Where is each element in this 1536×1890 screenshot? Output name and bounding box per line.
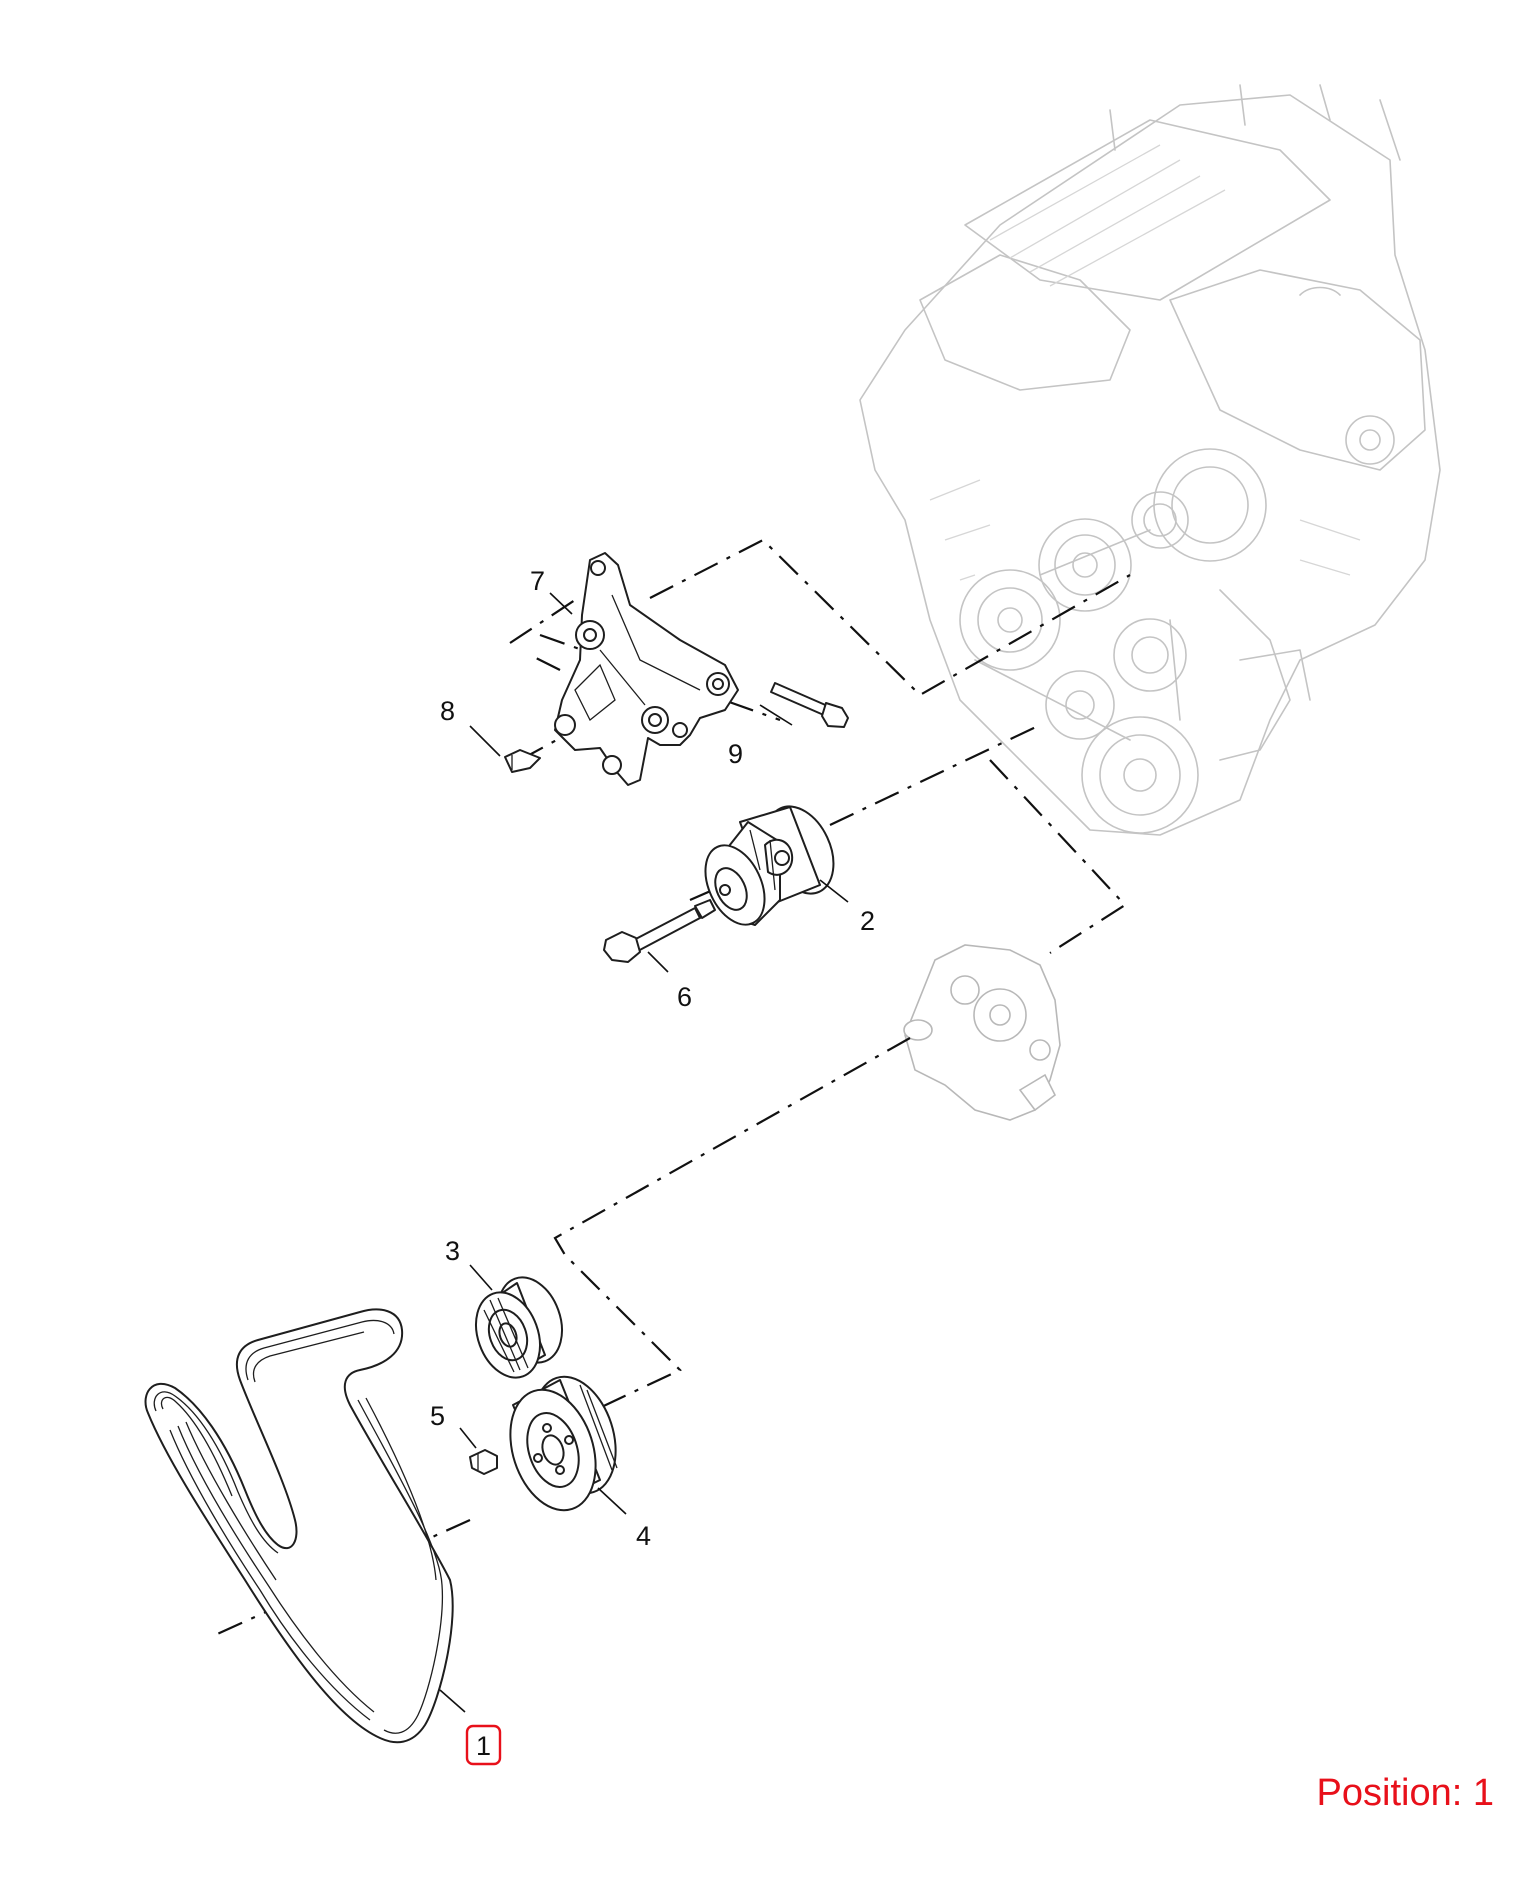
callout-9: 9 bbox=[728, 739, 743, 769]
callout-1: 1 bbox=[476, 1731, 491, 1761]
callout-4: 4 bbox=[636, 1521, 651, 1551]
position-label-text: Position: bbox=[1316, 1772, 1463, 1814]
power-steering-pump bbox=[903, 944, 1061, 1121]
belt-tensioner-part-2 bbox=[704, 805, 835, 926]
pulley-part-4 bbox=[509, 1375, 618, 1512]
engine-assembly bbox=[859, 84, 1441, 836]
callout-6: 6 bbox=[677, 982, 692, 1012]
callout-labels: 1 2 3 4 5 6 7 8 9 bbox=[430, 566, 875, 1766]
callout-1-highlight-box bbox=[465, 1724, 502, 1766]
callout-2: 2 bbox=[860, 906, 875, 936]
bolt-part-8 bbox=[504, 749, 541, 773]
callout-8: 8 bbox=[440, 696, 455, 726]
callout-3: 3 bbox=[445, 1236, 460, 1266]
drive-belt-part-1 bbox=[144, 1308, 454, 1744]
position-indicator: Position: 1 bbox=[1317, 1772, 1494, 1815]
bolt-part-5 bbox=[469, 1449, 498, 1475]
bolt-part-9 bbox=[770, 682, 849, 728]
leader-lines bbox=[439, 592, 849, 1713]
tensioner-bracket-part-7 bbox=[554, 552, 739, 786]
position-value: 1 bbox=[1472, 1772, 1494, 1814]
callout-5: 5 bbox=[430, 1401, 445, 1431]
idler-pulley-part-3 bbox=[475, 1276, 563, 1379]
bolt-part-6 bbox=[603, 899, 716, 963]
callout-7: 7 bbox=[530, 566, 545, 596]
